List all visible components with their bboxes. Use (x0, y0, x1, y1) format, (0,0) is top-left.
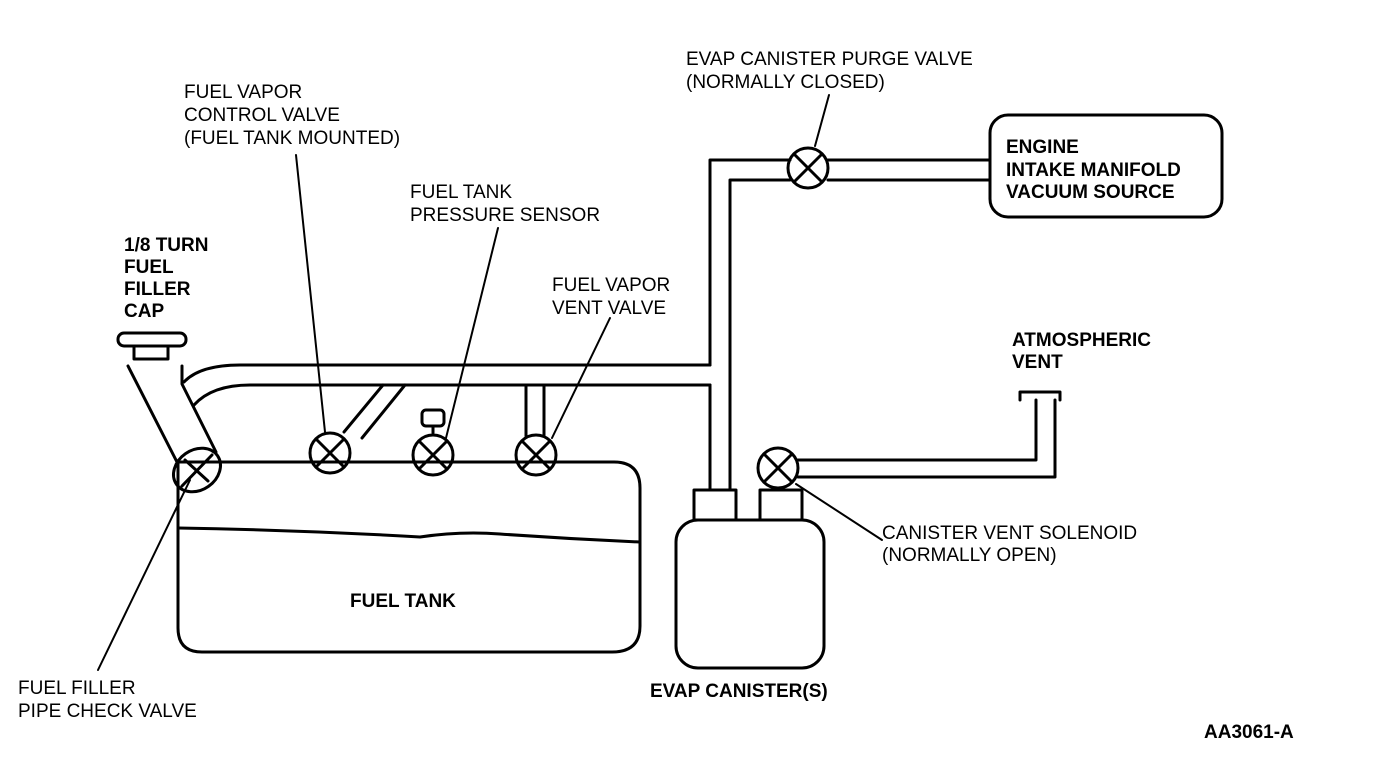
fuel-tank-body (176, 460, 642, 654)
evap-canister (674, 488, 826, 670)
fuel-filler-check-valve-label: FUEL FILLER PIPE CHECK VALVE (18, 678, 197, 722)
canister-vent-solenoid-label: CANISTER VENT SOLENOID (NORMALLY OPEN) (882, 523, 1142, 566)
fuel-filler-cap (116, 331, 188, 361)
leader-lines (97, 94, 883, 671)
purge-to-engine-line (826, 158, 992, 182)
control-valve-branch (342, 383, 407, 440)
vapor-line-upper (182, 363, 712, 384)
atmospheric-vent-line (796, 398, 1057, 479)
fuel-tank-pressure-sensor-label: FUEL TANK PRESSURE SENSOR (410, 182, 600, 226)
fuel-tank-label: FUEL TANK (350, 591, 456, 612)
fuel-vapor-vent-valve-symbol (514, 433, 558, 477)
fuel-tank-pressure-sensor-symbol (411, 408, 455, 477)
evap-purge-valve-label: EVAP CANISTER PURGE VALVE (NORMALLY CLOS… (686, 49, 978, 93)
fuel-vapor-control-valve-symbol (308, 431, 352, 475)
atmospheric-vent-label: ATMOSPHERIC VENT (1012, 330, 1156, 373)
canister-inlet-line (708, 158, 792, 492)
fuel-level-line (176, 526, 642, 544)
vent-valve-branch (524, 383, 546, 438)
engine-vacuum-box (988, 113, 1224, 219)
engine-vacuum-source-label: ENGINE INTAKE MANIFOLD VACUUM SOURCE (1006, 137, 1186, 203)
filler-pipe-check-valve (172, 446, 222, 494)
canister-vent-solenoid-symbol (756, 446, 800, 490)
vapor-line-lower (192, 383, 712, 407)
evap-purge-valve-symbol (786, 146, 830, 190)
filler-pipe-right (180, 364, 218, 454)
atmospheric-vent-cap (1018, 390, 1062, 402)
fuel-vapor-vent-valve-label: FUEL VAPOR VENT VALVE (552, 275, 676, 319)
evap-canisters-label: EVAP CANISTER(S) (650, 681, 828, 702)
fuel-vapor-control-valve-label: FUEL VAPOR CONTROL VALVE (FUEL TANK MOUN… (184, 82, 400, 149)
figure-code: AA3061-A (1204, 722, 1294, 743)
fuel-filler-cap-label: 1/8 TURN FUEL FILLER CAP (124, 235, 214, 322)
filler-pipe (126, 364, 180, 466)
